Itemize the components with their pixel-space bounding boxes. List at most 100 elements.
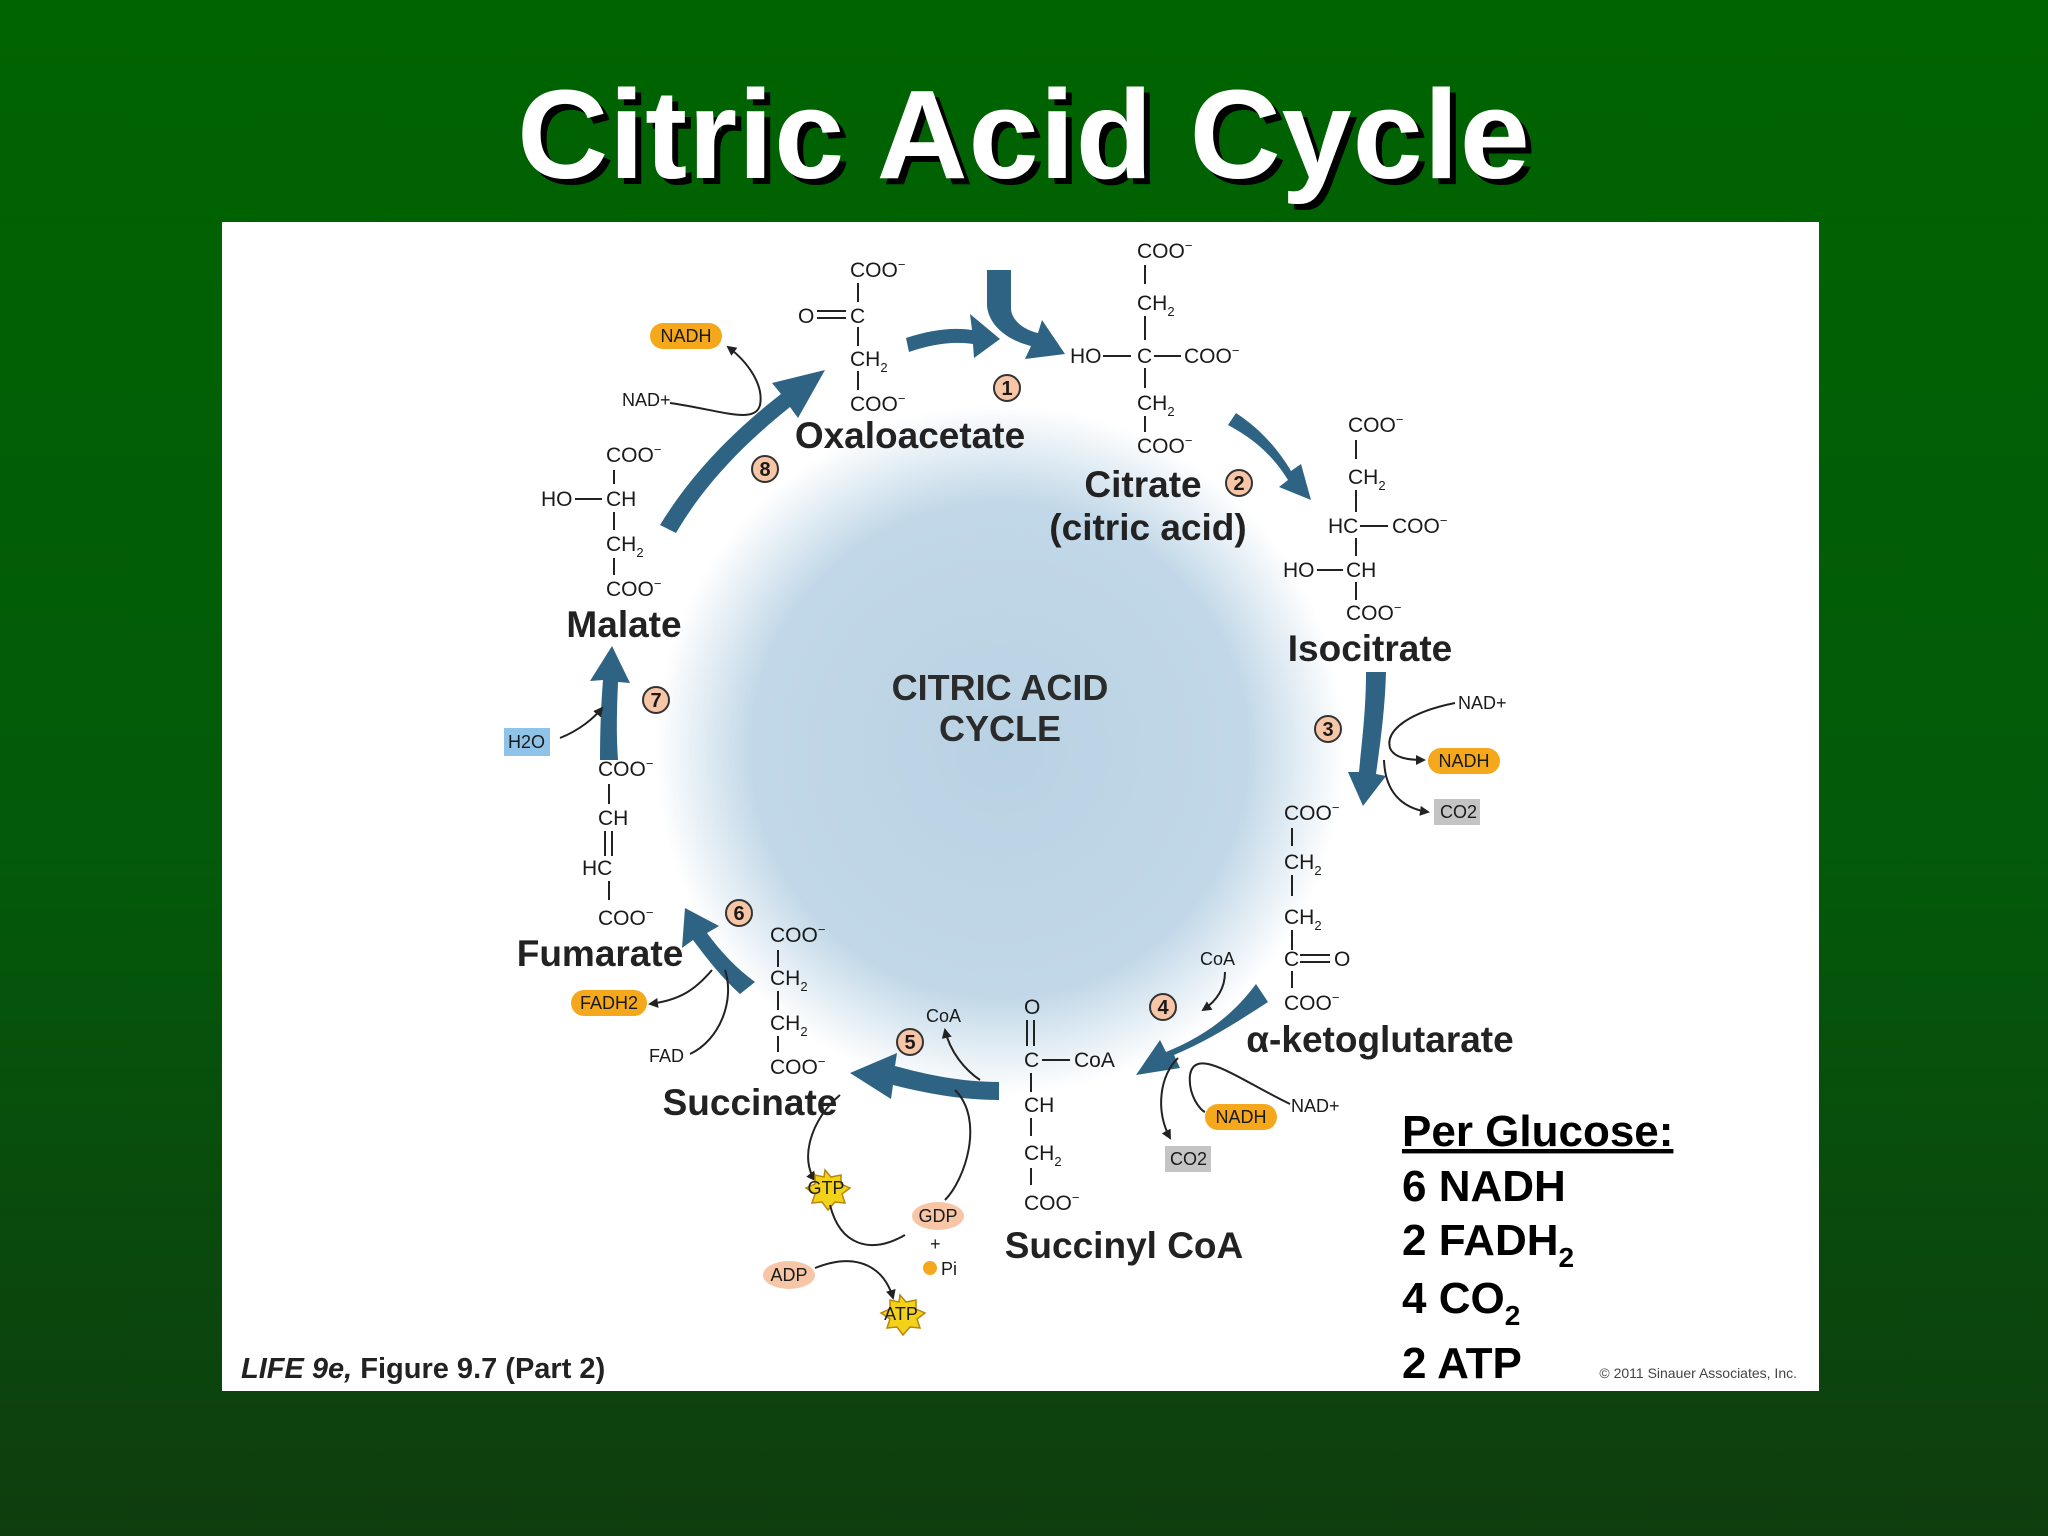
svg-text:CH2: CH2 xyxy=(1024,1142,1062,1169)
malate-structure: COO− HO CH CH2 COO− xyxy=(541,442,661,601)
svg-text:C: C xyxy=(1284,948,1299,971)
step-markers: 1 2 3 4 5 6 7 8 xyxy=(642,374,1342,1056)
coa-label: CoA xyxy=(926,1006,961,1026)
adp-pill xyxy=(763,1261,815,1289)
oxaloacetate-label: Oxaloacetate xyxy=(795,415,1025,456)
step4-cofactors: CoA NAD+ NADH CO2 xyxy=(1160,949,1340,1172)
nadh-pill xyxy=(650,323,722,349)
svg-text:HO: HO xyxy=(541,488,573,511)
summary-heading: Per Glucose: xyxy=(1402,1107,1673,1156)
svg-text:O: O xyxy=(1024,996,1040,1019)
alpha-ketoglutarate-structure: COO− CH2 CH2 C O COO− xyxy=(1284,800,1350,1015)
svg-text:CH2: CH2 xyxy=(1284,906,1322,933)
svg-text:O: O xyxy=(1334,948,1350,971)
svg-text:COO−: COO− xyxy=(1137,238,1192,263)
nad-plus-label: NAD+ xyxy=(1291,1096,1340,1116)
step6-arrow xyxy=(682,908,755,994)
step-marker xyxy=(993,374,1021,402)
fumarate-structure: COO− CH HC COO− xyxy=(582,756,653,930)
fadh2-label: FADH2 xyxy=(580,993,638,1013)
slide-title: Citric Acid Cycle xyxy=(517,64,1531,205)
step-number: 2 xyxy=(1233,473,1244,495)
step1-arrow xyxy=(906,314,1000,358)
gdp-label: GDP xyxy=(918,1206,957,1226)
svg-text:COO−: COO− xyxy=(1348,412,1403,437)
svg-text:HO: HO xyxy=(1283,559,1315,582)
step8-cofactors: NADH NAD+ xyxy=(622,323,762,417)
fadh2-pill xyxy=(571,990,647,1016)
svg-text:C: C xyxy=(1024,1049,1039,1072)
h2o-box xyxy=(504,728,550,756)
svg-text:CoA: CoA xyxy=(1074,1049,1115,1072)
svg-text:CH: CH xyxy=(598,807,628,830)
citrate-label: Citrate xyxy=(1084,464,1201,505)
svg-text:COO−: COO− xyxy=(1137,433,1192,458)
citrate-alt-label: (citric acid) xyxy=(1049,507,1246,548)
coa-label: CoA xyxy=(1200,949,1235,969)
svg-text:COO−: COO− xyxy=(850,257,905,282)
svg-text:COO−: COO− xyxy=(1392,513,1447,538)
svg-text:HC: HC xyxy=(1328,515,1358,538)
svg-text:COO−: COO− xyxy=(850,391,905,416)
copyright-text: © 2011 Sinauer Associates, Inc. xyxy=(1599,1365,1797,1381)
nadh-pill xyxy=(1205,1104,1277,1130)
svg-text:COO−: COO− xyxy=(1284,800,1339,825)
svg-text:CH: CH xyxy=(1024,1094,1054,1117)
cycle-label-line1: CITRIC ACID xyxy=(892,667,1109,708)
atp-label: ATP xyxy=(884,1304,918,1324)
acetyl-entry-arrow xyxy=(987,270,1065,359)
fad-label: FAD xyxy=(649,1046,684,1066)
svg-text:O: O xyxy=(798,305,814,328)
svg-text:C: C xyxy=(850,305,865,328)
center-disc xyxy=(655,405,1345,1095)
summary-line-co2: 4 CO2 xyxy=(1402,1274,1520,1331)
summary-block: Per Glucose: 6 NADH 2 FADH2 4 CO2 2 ATP xyxy=(1402,1107,1673,1388)
step-number: 6 xyxy=(733,903,744,925)
step7-arrow xyxy=(590,646,630,760)
svg-text:COO−: COO− xyxy=(1284,990,1339,1015)
step-number: 5 xyxy=(904,1032,915,1054)
figure-credit: LIFE 9e, Figure 9.7 (Part 2) xyxy=(241,1353,605,1385)
step-number: 4 xyxy=(1157,997,1169,1019)
gdp-pill xyxy=(912,1202,964,1230)
co2-label: CO2 xyxy=(1440,802,1477,822)
svg-text:HO: HO xyxy=(1070,345,1102,368)
adp-label: ADP xyxy=(770,1265,807,1285)
svg-text:COO−: COO− xyxy=(770,922,825,947)
step-number: 8 xyxy=(759,459,770,481)
svg-text:CH: CH xyxy=(1346,559,1376,582)
isocitrate-structure: COO− CH2 HC COO− HO CH COO− xyxy=(1283,412,1447,625)
cycle-label-line2: CYCLE xyxy=(939,708,1061,749)
nadh-label: NADH xyxy=(1438,751,1489,771)
gtp-starburst xyxy=(804,1168,852,1212)
step-marker xyxy=(1149,993,1177,1021)
svg-text:CH2: CH2 xyxy=(850,348,888,375)
cycle-diagram: CITRIC ACID CYCLE 1 2 3 4 5 6 xyxy=(241,238,1797,1388)
plus-label: + xyxy=(930,1234,941,1254)
svg-text:CH: CH xyxy=(606,488,636,511)
step-marker xyxy=(1314,715,1342,743)
succinyl-coa-label: Succinyl CoA xyxy=(1005,1225,1244,1266)
pi-dot xyxy=(923,1261,937,1275)
svg-text:COO−: COO− xyxy=(606,576,661,601)
summary-line-fadh2: 2 FADH2 xyxy=(1402,1216,1574,1273)
nadh-label: NADH xyxy=(1215,1107,1266,1127)
svg-text:COO−: COO− xyxy=(598,756,653,781)
fumarate-label: Fumarate xyxy=(517,933,684,974)
svg-text:COO−: COO− xyxy=(1346,600,1401,625)
step-number: 7 xyxy=(650,690,661,712)
nad-plus-label: NAD+ xyxy=(1458,693,1507,713)
step3-cofactors: NAD+ NADH CO2 xyxy=(1383,693,1507,825)
co2-label: CO2 xyxy=(1170,1149,1207,1169)
svg-text:COO−: COO− xyxy=(770,1054,825,1079)
step-marker xyxy=(725,899,753,927)
svg-text:CH2: CH2 xyxy=(1137,292,1175,319)
svg-text:CH2: CH2 xyxy=(606,533,644,560)
summary-line-nadh: 6 NADH xyxy=(1402,1162,1566,1211)
figure-panel: CITRIC ACID CYCLE 1 2 3 4 5 6 xyxy=(222,222,1819,1391)
atp-starburst xyxy=(879,1293,927,1337)
gtp-label: GTP xyxy=(807,1178,844,1198)
svg-text:C: C xyxy=(1137,345,1152,368)
step2-arrow xyxy=(1228,413,1311,500)
succinate-label: Succinate xyxy=(663,1082,838,1123)
